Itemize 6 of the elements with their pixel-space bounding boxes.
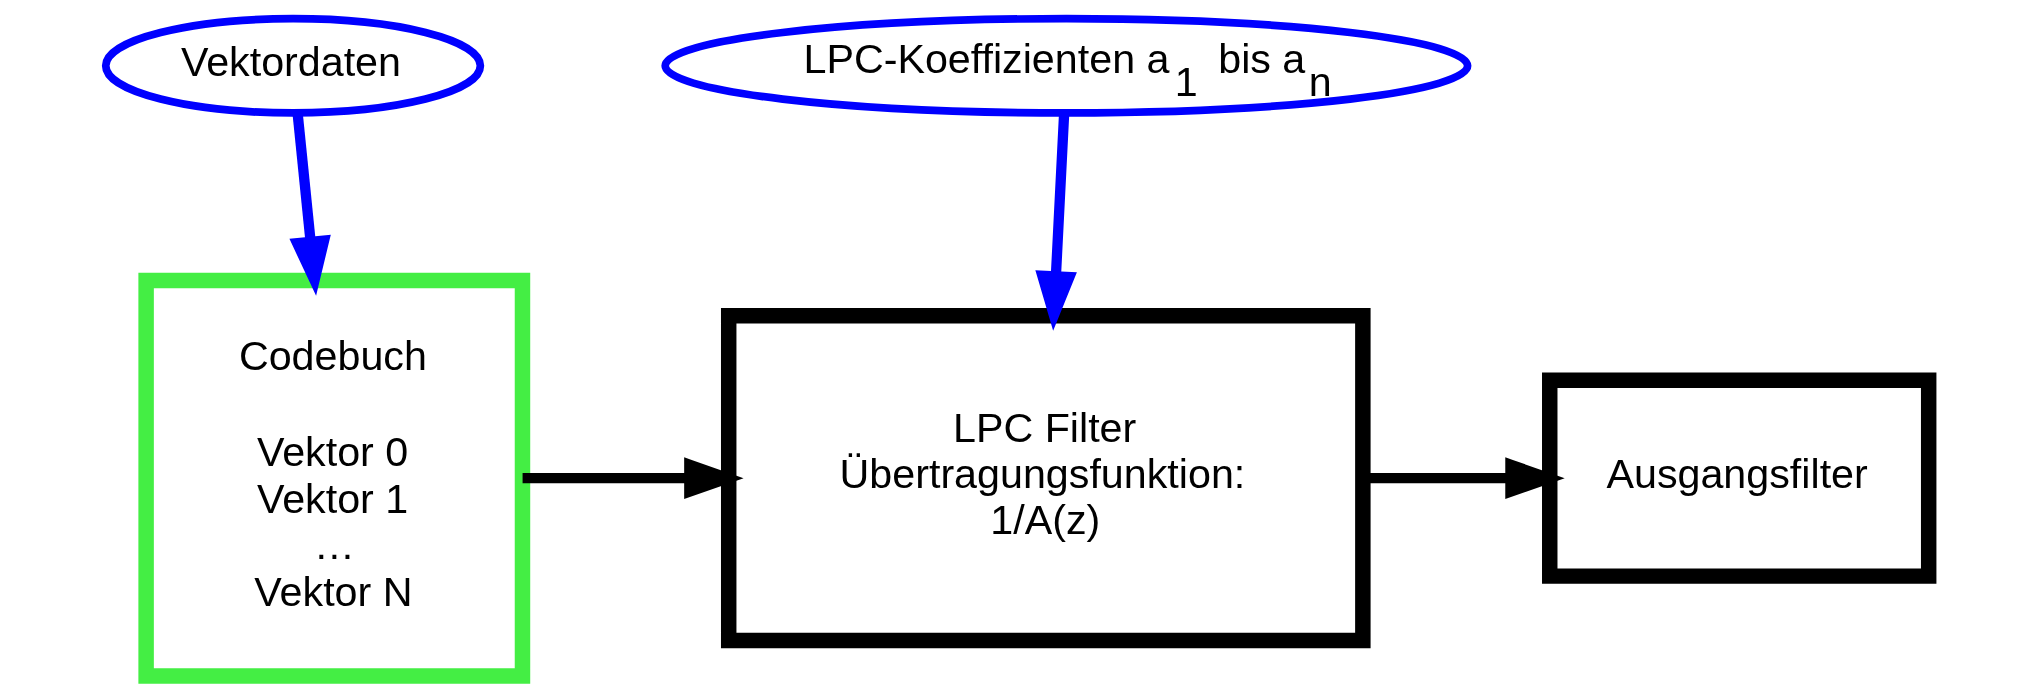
node-ellipse: Vektordaten	[101, 14, 484, 117]
arrow	[1034, 113, 1077, 331]
arrow	[522, 457, 744, 499]
node-box: Codebuch Vektor 0 Vektor 1 … Vektor N	[137, 272, 530, 684]
node-box: LPC Filter Übertragungsfunktion: 1/A(z)	[720, 308, 1371, 649]
node-box: Ausgangsfilter	[1541, 372, 1936, 584]
